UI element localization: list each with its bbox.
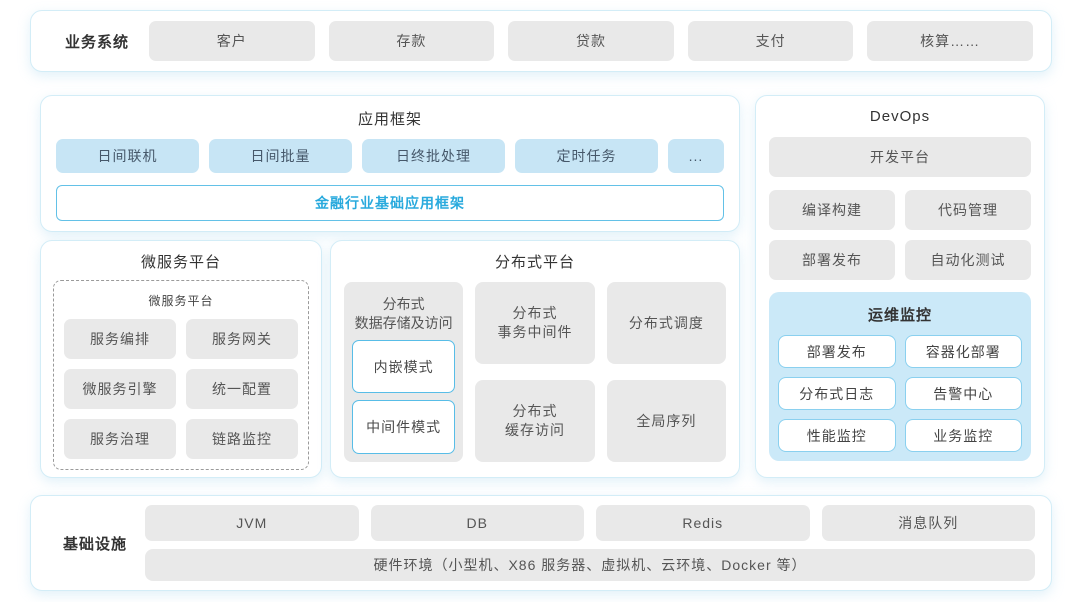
app-framework-panel: 应用框架 日间联机 日间批量 日终批处理 定时任务 ... 金融行业基础应用框架: [40, 95, 740, 232]
app-framework-item-more: ...: [668, 139, 724, 173]
microservice-grid: 服务编排 服务网关 微服务引擎 统一配置 服务治理 链路监控: [64, 319, 298, 459]
devops-panel: DevOps 开发平台 编译构建 代码管理 部署发布 自动化测试 运维监控 部署…: [755, 95, 1045, 478]
ops-item-alert-center: 告警中心: [904, 377, 1022, 410]
distributed-cell-sequence: 全局序列: [606, 380, 726, 462]
microservice-inner-box: 微服务平台 服务编排 服务网关 微服务引擎 统一配置 服务治理 链路监控: [53, 280, 309, 470]
infrastructure-row: JVM DB Redis 消息队列: [145, 505, 1035, 541]
app-framework-title: 应用框架: [357, 111, 422, 128]
devops-item-deploy: 部署发布: [769, 240, 895, 280]
distributed-cell-scheduling: 分布式调度: [606, 282, 726, 364]
distributed-grid: 分布式 数据存储及访问 内嵌模式 中间件模式 分布式 事务中间件 分布式调度 分…: [344, 282, 726, 462]
devops-title: DevOps: [869, 108, 931, 125]
infrastructure-label: 基础设施: [62, 535, 127, 553]
ops-monitoring-title: 运维监控: [867, 307, 932, 324]
distributed-title: 分布式平台: [494, 254, 575, 271]
distributed-cell-transaction: 分布式 事务中间件: [475, 282, 595, 364]
microservice-item-governance: 服务治理: [64, 419, 176, 459]
microservice-panel: 微服务平台 微服务平台 服务编排 服务网关 微服务引擎 统一配置 服务治理 链路…: [40, 240, 322, 478]
app-framework-item-daytime-batch: 日间批量: [209, 139, 352, 173]
ops-item-business-monitoring: 业务监控: [904, 419, 1022, 452]
infrastructure-panel: 基础设施 JVM DB Redis 消息队列 硬件环境（小型机、X86 服务器、…: [30, 495, 1052, 591]
business-system-item-loan: 贷款: [508, 21, 674, 61]
storage-mode-embedded: 内嵌模式: [352, 339, 456, 394]
devops-grid: 编译构建 代码管理 部署发布 自动化测试: [769, 190, 1031, 280]
business-system-item-accounting: 核算……: [867, 21, 1033, 61]
ops-item-distributed-log: 分布式日志: [778, 377, 896, 410]
devops-dev-platform: 开发平台: [769, 137, 1031, 177]
business-systems-panel: 业务系统 客户 存款 贷款 支付 核算……: [30, 10, 1052, 72]
ops-monitoring-panel: 运维监控 部署发布 容器化部署 分布式日志 告警中心 性能监控 业务监控: [769, 292, 1031, 461]
microservice-item-gateway: 服务网关: [186, 319, 298, 359]
business-systems-label: 业务系统: [64, 33, 129, 51]
app-framework-item-scheduled-task: 定时任务: [515, 139, 658, 173]
microservice-item-config: 统一配置: [186, 369, 298, 409]
business-systems-row: 客户 存款 贷款 支付 核算……: [149, 21, 1033, 61]
business-system-item-payment: 支付: [687, 21, 854, 61]
app-framework-item-daytime-online: 日间联机: [56, 139, 199, 173]
base-framework-box: 金融行业基础应用框架: [56, 185, 724, 221]
app-framework-row: 日间联机 日间批量 日终批处理 定时任务 ...: [56, 139, 724, 173]
ops-item-deploy-release: 部署发布: [778, 335, 896, 368]
infrastructure-content: JVM DB Redis 消息队列 硬件环境（小型机、X86 服务器、虚拟机、云…: [145, 505, 1035, 581]
infra-item-redis: Redis: [596, 505, 810, 541]
microservice-title: 微服务平台: [140, 254, 221, 271]
distributed-storage-label: 分布式 数据存储及访问: [354, 296, 453, 331]
infra-item-mq: 消息队列: [821, 505, 1035, 541]
microservice-item-orchestration: 服务编排: [64, 319, 176, 359]
distributed-panel: 分布式平台 分布式 数据存储及访问 内嵌模式 中间件模式 分布式 事务中间件 分…: [330, 240, 740, 478]
distributed-cell-cache: 分布式 缓存访问: [475, 380, 595, 462]
ops-item-perf-monitoring: 性能监控: [778, 419, 896, 452]
microservice-inner-title: 微服务平台: [148, 294, 214, 308]
storage-mode-middleware: 中间件模式: [352, 400, 456, 454]
microservice-item-engine: 微服务引擎: [64, 369, 176, 409]
hardware-env-bar: 硬件环境（小型机、X86 服务器、虚拟机、云环境、Docker 等）: [145, 549, 1035, 581]
business-system-item-customer: 客户: [149, 21, 315, 61]
devops-item-auto-test: 自动化测试: [905, 240, 1031, 280]
devops-item-build: 编译构建: [769, 190, 895, 230]
infra-item-jvm: JVM: [145, 505, 359, 541]
app-framework-item-eod-batch: 日终批处理: [362, 139, 505, 173]
ops-item-container-deploy: 容器化部署: [904, 335, 1022, 368]
infra-item-db: DB: [370, 505, 584, 541]
microservice-item-tracing: 链路监控: [186, 419, 298, 459]
business-system-item-deposit: 存款: [328, 21, 495, 61]
distributed-storage-box: 分布式 数据存储及访问 内嵌模式 中间件模式: [344, 282, 464, 462]
ops-monitoring-grid: 部署发布 容器化部署 分布式日志 告警中心 性能监控 业务监控: [778, 335, 1022, 452]
devops-item-code-mgmt: 代码管理: [905, 190, 1031, 230]
